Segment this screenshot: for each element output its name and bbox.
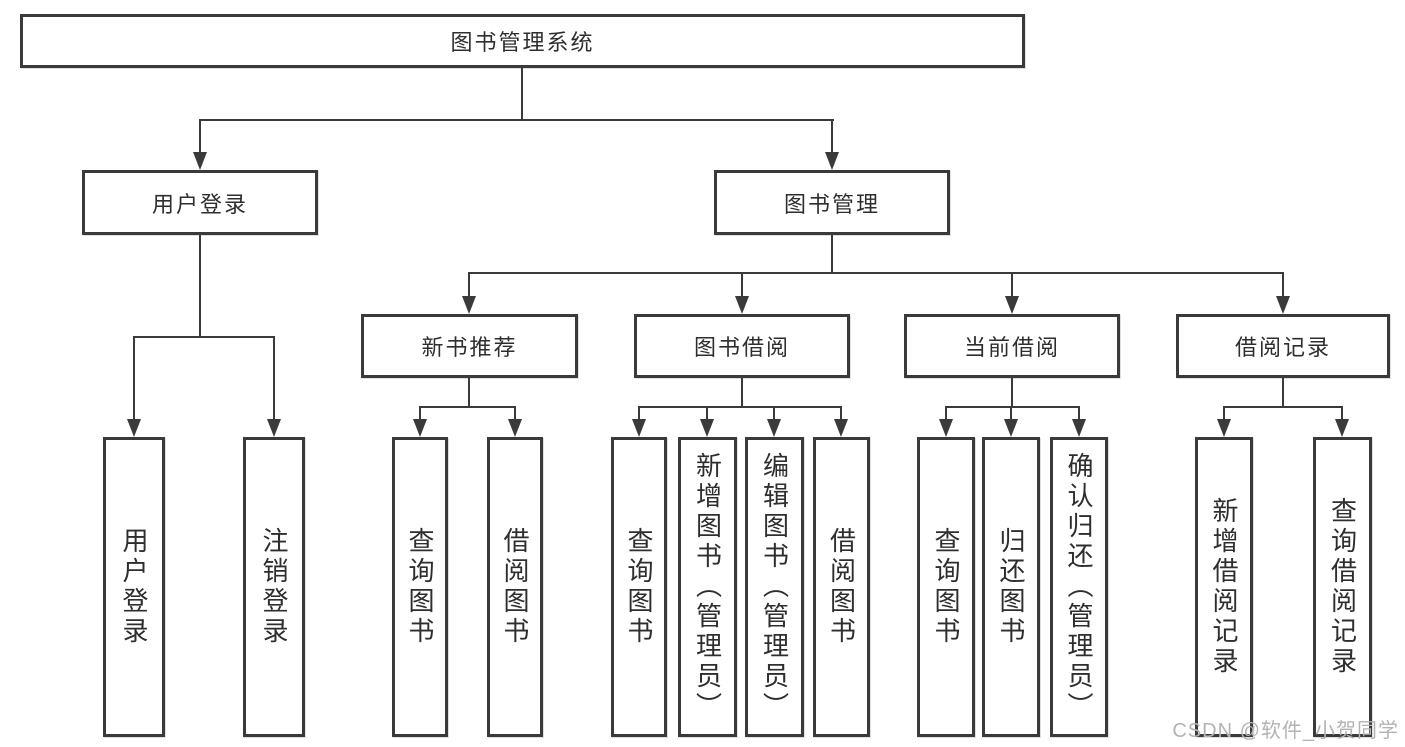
connector-vline <box>741 378 743 408</box>
leaf-add-borrow-record: 新增借阅记录 <box>1195 437 1253 737</box>
connector-vline <box>706 406 708 421</box>
leaf-label: 借阅图书 <box>826 527 857 647</box>
leaf-label: 归还图书 <box>996 527 1026 647</box>
connector-vline <box>1010 406 1012 421</box>
connector-vline <box>773 406 775 421</box>
leaf-confirm-return-admin: 确认归还（管理员） <box>1050 437 1108 737</box>
connector-hline <box>1223 406 1343 408</box>
arrow-down-icon <box>413 419 427 437</box>
arrow-down-icon <box>1217 419 1231 437</box>
arrow-down-icon <box>1335 419 1349 437</box>
node-user-login-branch: 用户登录 <box>82 170 318 235</box>
arrow-down-icon <box>127 419 141 437</box>
arrow-down-icon <box>735 296 749 314</box>
connector-vline <box>199 235 201 338</box>
connector-vline <box>1282 272 1284 298</box>
node-label: 用户登录 <box>151 191 248 217</box>
connector-vline <box>741 272 743 298</box>
arrow-down-icon <box>767 419 781 437</box>
leaf-label: 编辑图书（管理员） <box>759 452 790 722</box>
leaf-label: 新增借阅记录 <box>1209 497 1239 677</box>
arrow-down-icon <box>193 152 207 170</box>
arrow-down-icon <box>1276 296 1290 314</box>
arrow-down-icon <box>825 152 839 170</box>
connector-vline <box>1223 406 1225 421</box>
connector-vline <box>1078 406 1080 421</box>
connector-hline <box>199 119 834 121</box>
connector-vline <box>419 406 421 421</box>
arrow-down-icon <box>700 419 714 437</box>
node-book-borrow: 图书借阅 <box>634 314 850 378</box>
node-label: 借阅记录 <box>1234 335 1331 360</box>
connector-vline <box>273 336 275 421</box>
leaf-label: 查询图书 <box>931 527 961 647</box>
connector-vline <box>840 406 842 421</box>
leaf-label: 注销登录 <box>259 527 289 647</box>
connector-vline <box>831 119 833 154</box>
connector-vline <box>638 406 640 421</box>
arrow-down-icon <box>834 419 848 437</box>
csdn-watermark: CSDN @软件_小贺同学 <box>1172 720 1399 742</box>
arrow-down-icon <box>632 419 646 437</box>
leaf-borrow-books-newbook: 借阅图书 <box>487 437 543 737</box>
connector-hline <box>468 272 1284 274</box>
connector-vline <box>199 119 201 154</box>
leaf-label: 查询借阅记录 <box>1327 497 1358 677</box>
connector-vline <box>831 235 833 274</box>
connector-vline <box>514 406 516 421</box>
node-label: 当前借阅 <box>963 335 1060 360</box>
arrow-down-icon <box>462 296 476 314</box>
leaf-borrow-books: 借阅图书 <box>813 437 870 737</box>
node-root-label: 图书管理系统 <box>450 30 595 55</box>
node-book-management-branch: 图书管理 <box>714 170 950 235</box>
node-label: 新书推荐 <box>421 335 518 360</box>
connector-vline <box>1011 378 1013 408</box>
leaf-query-books-borrow: 查询图书 <box>611 437 667 737</box>
leaf-query-books-newbook: 查询图书 <box>392 437 448 737</box>
arrow-down-icon <box>1004 419 1018 437</box>
node-current-borrow: 当前借阅 <box>904 314 1120 378</box>
node-new-book-recommend: 新书推荐 <box>361 314 578 378</box>
node-borrow-records: 借阅记录 <box>1176 314 1390 378</box>
node-label: 图书管理 <box>783 191 880 217</box>
leaf-query-borrow-record: 查询借阅记录 <box>1313 437 1372 737</box>
arrow-down-icon <box>508 419 522 437</box>
arrow-down-icon <box>267 419 281 437</box>
leaf-add-books-admin: 新增图书（管理员） <box>678 437 737 737</box>
connector-hline <box>945 406 1080 408</box>
connector-vline <box>1011 272 1013 298</box>
connector-hline <box>419 406 516 408</box>
leaf-label: 新增图书（管理员） <box>692 452 723 722</box>
leaf-label: 确认归还（管理员） <box>1064 452 1094 722</box>
connector-vline <box>468 272 470 298</box>
connector-vline <box>133 336 135 421</box>
leaf-edit-books-admin: 编辑图书（管理员） <box>745 437 804 737</box>
arrow-down-icon <box>1072 419 1086 437</box>
leaf-label: 借阅图书 <box>500 527 530 647</box>
connector-hline <box>133 336 275 338</box>
node-label: 图书借阅 <box>693 335 790 360</box>
arrow-down-icon <box>1005 296 1019 314</box>
leaf-return-books: 归还图书 <box>982 437 1040 737</box>
node-root: 图书管理系统 <box>20 14 1025 68</box>
leaf-label: 查询图书 <box>405 527 435 647</box>
leaf-query-books-current: 查询图书 <box>917 437 975 737</box>
connector-vline <box>521 68 523 121</box>
arrow-down-icon <box>939 419 953 437</box>
connector-vline <box>1282 378 1284 408</box>
leaf-label: 查询图书 <box>624 527 654 647</box>
leaf-user-login: 用户登录 <box>103 437 165 737</box>
connector-hline <box>638 406 842 408</box>
connector-vline <box>945 406 947 421</box>
connector-vline <box>468 378 470 408</box>
leaf-label: 用户登录 <box>119 527 149 647</box>
connector-vline <box>1341 406 1343 421</box>
leaf-logout: 注销登录 <box>243 437 305 737</box>
